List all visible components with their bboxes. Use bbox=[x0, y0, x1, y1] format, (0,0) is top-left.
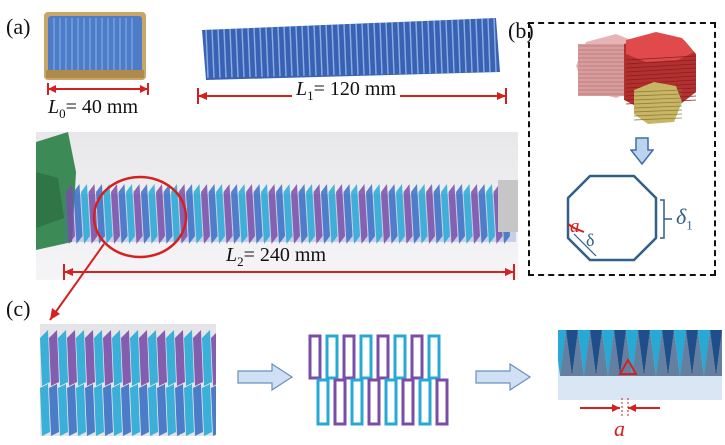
pleat-closeup-graphic bbox=[40, 330, 216, 436]
panel-label-c: (c) bbox=[6, 296, 31, 321]
delta1-label: δ1 bbox=[676, 204, 693, 233]
detail-a-label: a bbox=[614, 416, 625, 441]
pleat-detail-photo bbox=[558, 330, 722, 400]
angle-mark bbox=[567, 223, 585, 233]
compressed-sample-graphic bbox=[46, 16, 144, 78]
l2-label: L2= 240 mm bbox=[226, 244, 327, 269]
right-arrow-icon-1 bbox=[237, 362, 294, 392]
octagon-stack-photo bbox=[576, 32, 697, 124]
detail-a-arrows bbox=[580, 398, 660, 418]
l0-label: L0= 40 mm bbox=[48, 96, 139, 121]
l0-dimension-arrow bbox=[47, 83, 149, 95]
highlight-leader bbox=[49, 243, 105, 321]
l2-sample-graphic bbox=[36, 132, 518, 250]
down-arrow-icon bbox=[630, 137, 654, 166]
compressed-sample-photo bbox=[44, 12, 146, 80]
panel-b-frame bbox=[528, 22, 716, 276]
l1-label: L1= 120 mm bbox=[292, 78, 401, 104]
octagon-delta-label: δ bbox=[586, 230, 595, 250]
right-arrow-icon-2 bbox=[475, 362, 532, 392]
l1-sample-photo bbox=[196, 10, 502, 80]
pleat-closeup-photo bbox=[40, 324, 216, 436]
l1-sample-graphic bbox=[202, 18, 500, 80]
octagon-diagram bbox=[566, 174, 672, 262]
folding-pattern-schematic bbox=[308, 334, 449, 426]
octagon-a-label: a bbox=[570, 216, 580, 237]
panel-label-a: (a) bbox=[6, 14, 31, 39]
delta1-bracket bbox=[660, 199, 665, 239]
highlight-leader-head bbox=[50, 308, 60, 320]
highlight-circle bbox=[92, 175, 188, 259]
octagon-outline bbox=[566, 174, 658, 262]
l2-sample-photo bbox=[36, 132, 518, 280]
pleat-detail-graphic bbox=[558, 330, 722, 376]
l2-dimension-arrow bbox=[63, 264, 515, 280]
